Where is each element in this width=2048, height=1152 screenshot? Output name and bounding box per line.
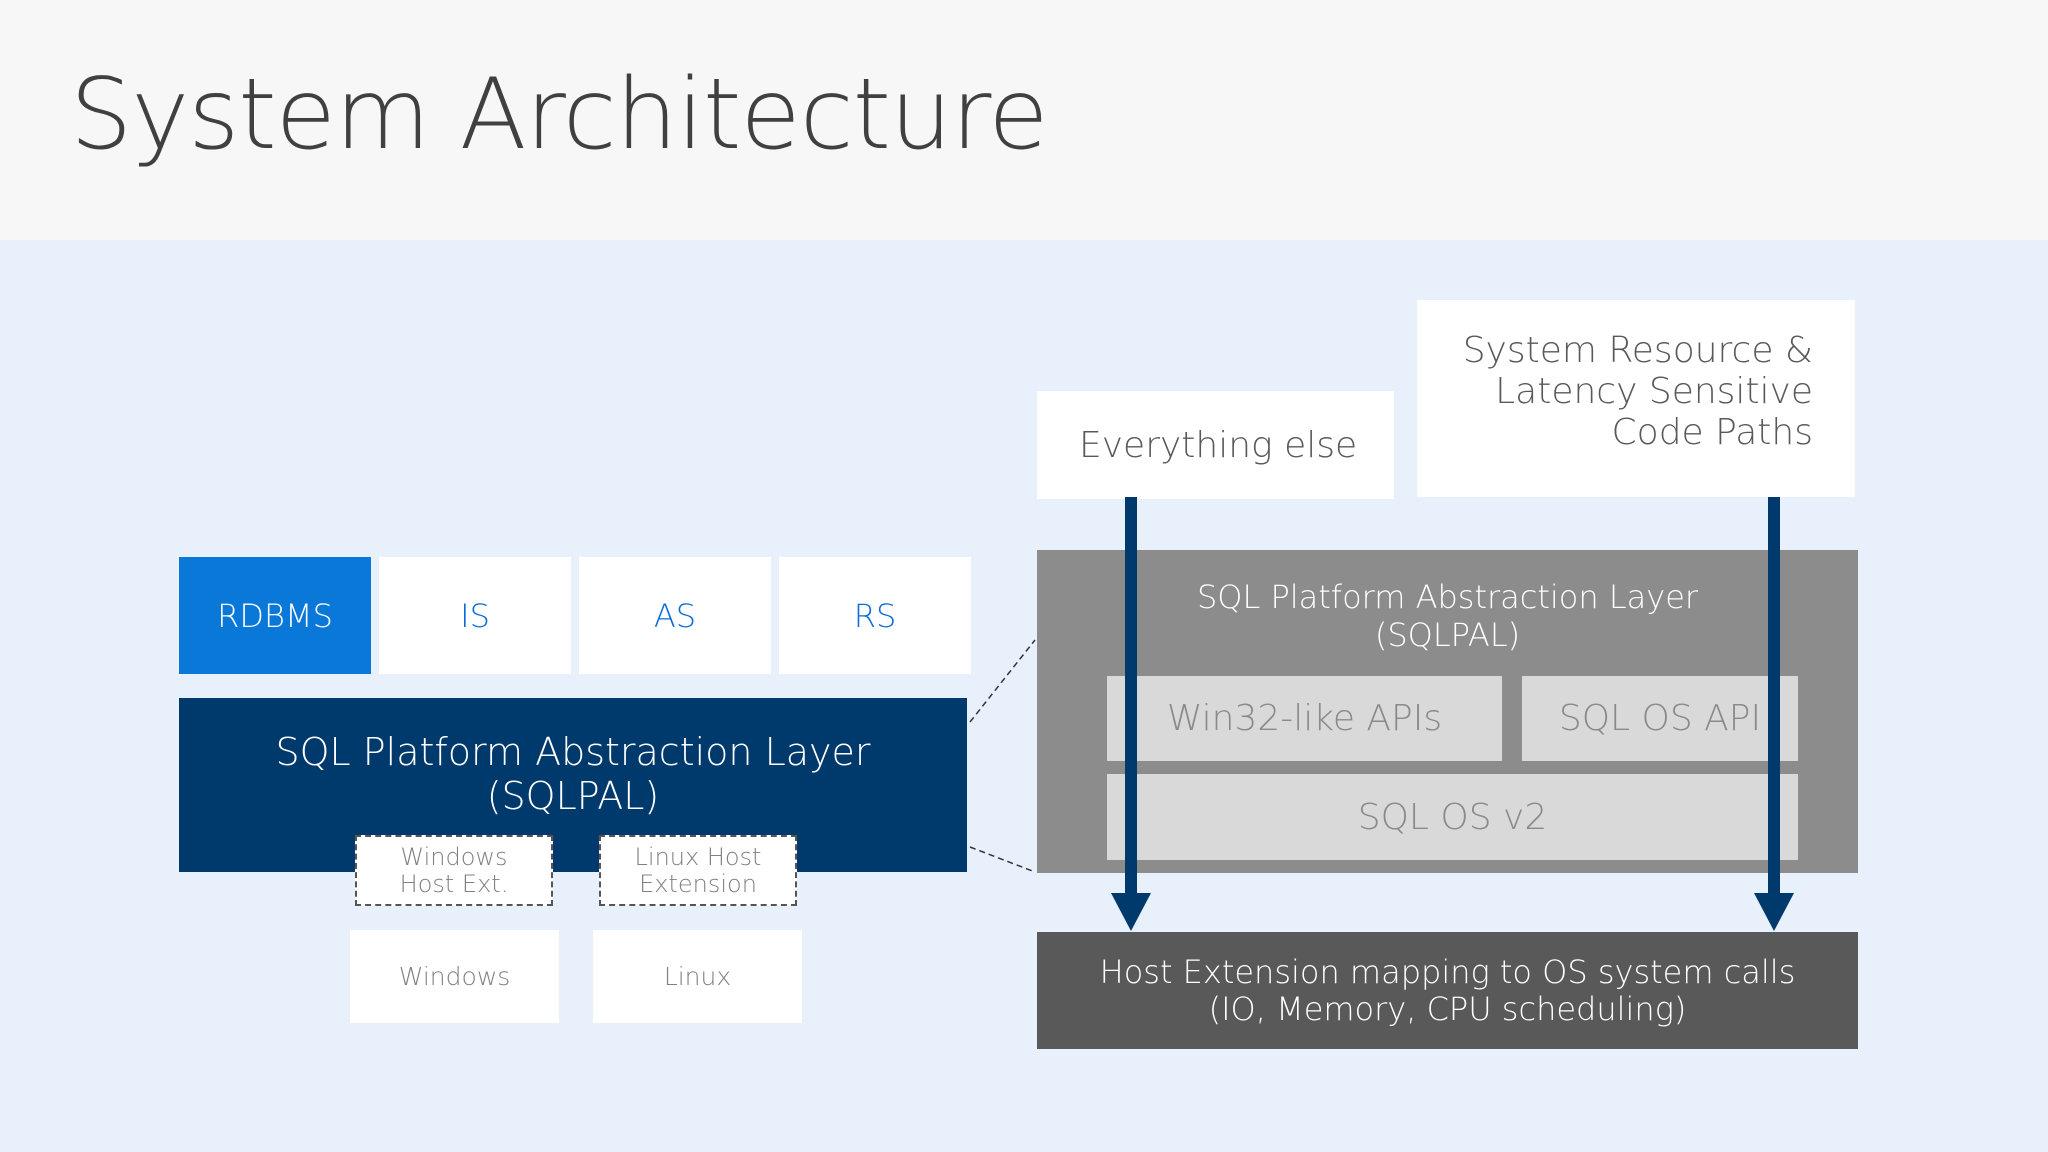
linux-host-ext-line1: Linux Host <box>634 842 762 871</box>
header-band <box>0 0 2048 240</box>
sqlpal-right-line2: (SQLPAL) <box>1374 616 1521 654</box>
system-resource-line3: Code Paths <box>1611 412 1813 453</box>
sqlpal-left-layer: SQL Platform Abstraction Layer (SQLPAL) <box>179 698 967 872</box>
tab-is: IS <box>379 557 571 674</box>
arrow-system-resource-shaft <box>1768 497 1780 894</box>
everything-else-box: Everything else <box>1037 391 1394 499</box>
zoom-connector-top <box>969 639 1036 723</box>
tab-rdbms: RDBMS <box>179 557 371 674</box>
system-resource-line2: Latency Sensitive <box>1495 371 1813 412</box>
arrow-system-resource-head <box>1754 893 1794 931</box>
tab-rs: RS <box>779 557 971 674</box>
win32-apis-box: Win32-like APIs <box>1107 676 1502 761</box>
sqlos-api-box: SQL OS API <box>1522 676 1798 761</box>
system-resource-box: System Resource & Latency Sensitive Code… <box>1417 300 1855 497</box>
sqlos-v2-box: SQL OS v2 <box>1107 774 1798 860</box>
windows-host-ext-box: Windows Host Ext. <box>355 835 553 906</box>
arrow-everything-else-head <box>1111 893 1151 931</box>
windows-host-ext-line1: Windows <box>400 842 508 871</box>
host-mapping-line2: (IO, Memory, CPU scheduling) <box>1208 989 1687 1028</box>
linux-host-ext-line2: Extension <box>639 869 757 898</box>
sqlpal-right-label: SQL Platform Abstraction Layer (SQLPAL) <box>1037 578 1858 654</box>
sqlpal-right-line1: SQL Platform Abstraction Layer <box>1196 578 1699 616</box>
sqlpal-left-line1: SQL Platform Abstraction Layer <box>275 730 871 774</box>
system-resource-line1: System Resource & <box>1462 330 1813 371</box>
tab-as: AS <box>579 557 771 674</box>
linux-os-box: Linux <box>593 930 802 1023</box>
page-title: System Architecture <box>70 58 1049 172</box>
zoom-connector-bottom <box>969 846 1036 873</box>
host-mapping-line1: Host Extension mapping to OS system call… <box>1099 952 1796 991</box>
host-extension-mapping-box: Host Extension mapping to OS system call… <box>1037 932 1858 1049</box>
linux-host-ext-box: Linux Host Extension <box>599 835 797 906</box>
windows-os-box: Windows <box>350 930 559 1023</box>
windows-host-ext-line2: Host Ext. <box>399 869 509 898</box>
arrow-everything-else-shaft <box>1125 497 1137 894</box>
sqlpal-left-line2: (SQLPAL) <box>486 774 660 818</box>
